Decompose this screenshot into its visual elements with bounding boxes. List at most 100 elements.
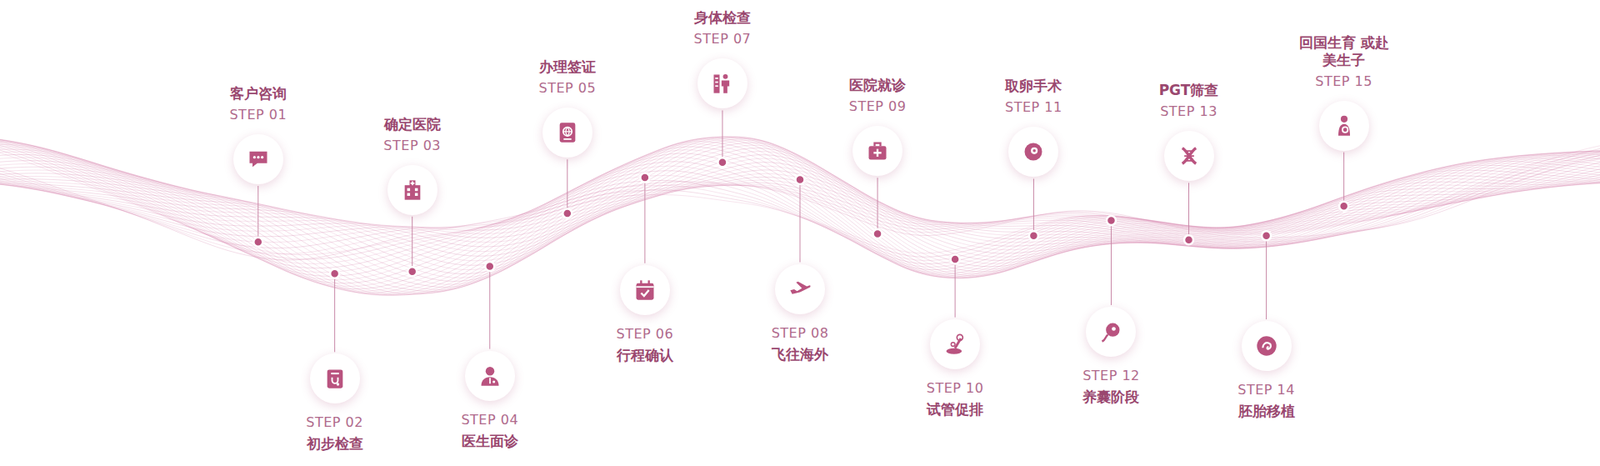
step-icon: [323, 366, 347, 390]
wave-dot: [717, 157, 727, 167]
step-icon: [865, 139, 890, 163]
step-icon: [1021, 140, 1045, 164]
step-title: 确定医院: [365, 115, 460, 134]
step-node: 取卵手术 STEP 11: [970, 77, 1096, 177]
step-number: STEP 12: [1082, 366, 1140, 385]
wave-dot: [1106, 215, 1116, 225]
step-icon: [1255, 334, 1279, 358]
wave-dot: [640, 173, 650, 183]
step-title: 养囊阶段: [1064, 388, 1158, 406]
step-icon: [1099, 320, 1123, 344]
leader-line: [1265, 235, 1267, 320]
step-icon: [555, 120, 580, 145]
step-number: STEP 11: [1005, 98, 1063, 117]
step-icon: [478, 364, 502, 388]
step-node: STEP 12 养囊阶段: [1048, 306, 1174, 406]
step-icon-circle: [1319, 100, 1370, 151]
step-node: 回国生育 或赴美生子 STEP 15: [1281, 34, 1407, 151]
leader-line: [1188, 182, 1190, 240]
step-icon: [710, 71, 735, 95]
step-number: STEP 03: [383, 136, 441, 155]
step-icon: [788, 277, 812, 301]
step-node: 确定医院 STEP 03: [350, 115, 475, 215]
step-icon-circle: [387, 165, 438, 215]
step-node: 办理签证 STEP 05: [505, 58, 630, 158]
step-title: 试管促排: [908, 400, 1002, 419]
step-number: STEP 08: [771, 324, 830, 343]
step-number: STEP 04: [460, 410, 519, 430]
step-title: 医院就诊: [830, 76, 925, 95]
wave-dot: [1339, 201, 1349, 211]
wave-dot: [1261, 230, 1271, 240]
leader-line: [721, 110, 723, 162]
wave-dot: [1029, 230, 1039, 240]
step-number: STEP 15: [1315, 72, 1373, 91]
step-icon-circle: [310, 353, 360, 404]
step-icon-circle: [465, 350, 515, 401]
leader-line: [877, 177, 879, 234]
leader-line: [644, 177, 645, 264]
step-title: 初步检查: [288, 435, 382, 453]
step-number: STEP 07: [694, 30, 752, 49]
step-icon-circle: [1164, 130, 1215, 181]
step-node: STEP 02 初步检查: [272, 353, 398, 453]
wave-dot: [1184, 235, 1194, 245]
step-node: PGT筛查 STEP 13: [1126, 81, 1252, 181]
wave-dot: [950, 255, 960, 265]
step-node: STEP 14 胚胎移植: [1204, 320, 1330, 420]
step-number: STEP 05: [538, 79, 596, 98]
leader-line: [1110, 220, 1112, 305]
step-number: STEP 09: [849, 97, 907, 116]
wave-dot: [330, 269, 340, 279]
step-icon-circle: [930, 319, 980, 370]
step-icon-circle: [1085, 306, 1136, 357]
wave-dot: [873, 229, 883, 239]
step-icon-circle: [697, 58, 748, 109]
step-icon: [246, 147, 270, 171]
wave-dot: [795, 175, 805, 185]
step-number: STEP 14: [1237, 380, 1295, 400]
wave-dot: [407, 266, 417, 276]
step-node: STEP 10 试管促排: [892, 319, 1018, 419]
leader-line: [257, 185, 259, 242]
step-icon: [400, 178, 425, 202]
step-title: 胚胎移植: [1220, 402, 1314, 420]
leader-line: [800, 180, 801, 263]
leader-line: [1343, 152, 1345, 207]
step-icon-circle: [775, 264, 825, 315]
step-icon-circle: [1241, 320, 1292, 371]
wave-dot: [485, 261, 495, 271]
step-title: PGT筛查: [1142, 81, 1236, 100]
step-number: STEP 01: [229, 105, 287, 125]
step-title: 回国生育 或赴美生子: [1297, 34, 1391, 70]
step-icon-circle: [542, 107, 593, 158]
wave-dot: [253, 237, 263, 247]
step-node: STEP 06 行程确认: [582, 265, 708, 365]
step-title: 行程确认: [598, 346, 692, 365]
leader-line: [334, 273, 335, 352]
step-title: 办理签证: [520, 58, 615, 76]
step-number: STEP 02: [305, 413, 364, 432]
leader-lines: [258, 110, 1345, 352]
wave-dot: [562, 208, 572, 218]
step-number: STEP 06: [616, 325, 675, 344]
leader-line: [489, 266, 490, 350]
step-node: 客户咨询 STEP 01: [195, 85, 321, 185]
step-icon-circle: [1008, 126, 1059, 177]
leader-line: [955, 259, 956, 318]
step-node: 医院就诊 STEP 09: [815, 76, 940, 176]
step-number: STEP 10: [926, 379, 985, 398]
step-title: 取卵手术: [986, 77, 1080, 95]
step-node: STEP 04 医生面诊: [427, 350, 553, 450]
step-number: STEP 13: [1160, 102, 1218, 121]
step-icon-circle: [620, 265, 670, 315]
step-icon: [943, 332, 967, 356]
step-title: 客户咨询: [211, 85, 305, 103]
step-node: 身体检查 STEP 07: [660, 9, 785, 109]
step-title: 身体检查: [675, 9, 770, 27]
step-title: 医生面诊: [443, 432, 537, 450]
step-title: 飞往海外: [753, 345, 847, 364]
leader-line: [1033, 178, 1035, 235]
